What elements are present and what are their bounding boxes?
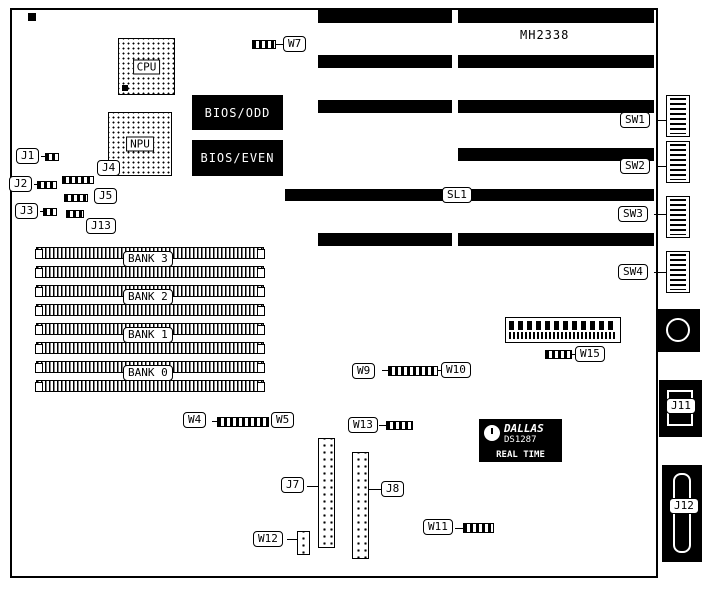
pin1-mark-icon bbox=[122, 85, 128, 91]
callout-j7: J7 bbox=[281, 477, 305, 493]
callout-w11: W11 bbox=[423, 519, 453, 535]
callout-w15: W15 bbox=[575, 346, 605, 362]
expansion-slot bbox=[318, 233, 452, 246]
cpu-label: CPU bbox=[132, 59, 161, 74]
rtc-tagline: REAL TIME bbox=[496, 450, 545, 460]
callout-sw1: SW1 bbox=[620, 112, 650, 128]
bank2-label: BANK 2 bbox=[123, 289, 173, 305]
power-connector-pins bbox=[509, 321, 617, 330]
simm-socket bbox=[35, 380, 265, 392]
callout-w12: W12 bbox=[253, 531, 283, 547]
callout-sl1: SL1 bbox=[442, 187, 472, 203]
bios-even-chip: BIOS/EVEN bbox=[192, 140, 283, 176]
jumper-j1 bbox=[45, 153, 59, 161]
board-outline bbox=[10, 8, 658, 578]
jumper-w15 bbox=[545, 350, 572, 359]
callout-sw4: SW4 bbox=[618, 264, 648, 280]
jumper-w11 bbox=[463, 523, 494, 533]
jumper-j5 bbox=[64, 194, 88, 202]
expansion-slot bbox=[458, 10, 654, 23]
callout-j1: J1 bbox=[16, 148, 40, 164]
dip-switch-sw4 bbox=[666, 251, 690, 293]
callout-j8: J8 bbox=[381, 481, 405, 497]
pin-header-j8 bbox=[352, 452, 369, 559]
power-connector-hatch bbox=[509, 332, 617, 339]
leader-line bbox=[41, 156, 45, 157]
callout-w9: W9 bbox=[352, 363, 376, 379]
simm-socket bbox=[35, 304, 265, 316]
expansion-slot bbox=[318, 100, 452, 113]
leader-line bbox=[654, 214, 666, 215]
callout-j4: J4 bbox=[97, 160, 121, 176]
simm-socket bbox=[35, 266, 265, 278]
dip-switch-sw1 bbox=[666, 95, 690, 137]
callout-w5: W5 bbox=[271, 412, 295, 428]
leader-line bbox=[455, 528, 463, 529]
leader-line bbox=[40, 211, 43, 212]
leader-line bbox=[34, 184, 37, 185]
callout-j2: J2 bbox=[9, 176, 33, 192]
jumper-w7 bbox=[252, 40, 276, 49]
callout-j11: J11 bbox=[666, 398, 696, 414]
leader-line bbox=[382, 370, 388, 371]
rtc-chip: DALLAS DS1287 REAL TIME bbox=[479, 419, 562, 462]
jumper-w4-w5 bbox=[217, 417, 269, 427]
callout-j3: J3 bbox=[15, 203, 39, 219]
callout-w10: W10 bbox=[441, 362, 471, 378]
jumper-w12 bbox=[297, 531, 310, 555]
expansion-slot bbox=[458, 55, 654, 68]
leader-line bbox=[276, 44, 283, 45]
jumper-j3 bbox=[43, 208, 57, 216]
leader-line bbox=[212, 421, 217, 422]
rtc-part: DS1287 bbox=[504, 435, 537, 445]
callout-j12: J12 bbox=[669, 498, 699, 514]
board-model-text: MH2338 bbox=[520, 28, 570, 42]
leader-line bbox=[656, 166, 666, 167]
expansion-slot bbox=[458, 100, 654, 113]
jumper-j2 bbox=[37, 181, 57, 189]
keyboard-din-opening bbox=[666, 318, 690, 342]
jumper-j4 bbox=[62, 176, 94, 184]
leader-line bbox=[287, 539, 297, 540]
callout-j13: J13 bbox=[86, 218, 116, 234]
expansion-slot bbox=[458, 233, 654, 246]
expansion-slot bbox=[318, 10, 452, 23]
bios-odd-label: BIOS/ODD bbox=[204, 105, 271, 120]
dip-switch-sw3 bbox=[666, 196, 690, 238]
rtc-brand: DALLAS bbox=[504, 422, 544, 435]
dallas-clock-logo-icon bbox=[484, 425, 500, 441]
callout-j5: J5 bbox=[94, 188, 118, 204]
pin-header-j7 bbox=[318, 438, 335, 548]
callout-w7: W7 bbox=[283, 36, 307, 52]
keyboard-connector bbox=[656, 309, 700, 352]
callout-w13: W13 bbox=[348, 417, 378, 433]
leader-line bbox=[307, 486, 318, 487]
leader-line bbox=[379, 425, 386, 426]
bios-even-label: BIOS/EVEN bbox=[200, 151, 275, 165]
simm-socket bbox=[35, 342, 265, 354]
npu-label: NPU bbox=[126, 136, 154, 152]
leader-line bbox=[438, 370, 441, 371]
bios-odd-chip: BIOS/ODD bbox=[192, 95, 283, 130]
mounting-hole bbox=[28, 13, 36, 21]
expansion-slot bbox=[318, 55, 452, 68]
dip-switch-sw2 bbox=[666, 141, 690, 183]
callout-sw2: SW2 bbox=[620, 158, 650, 174]
power-connector bbox=[505, 317, 621, 343]
jumper-w13 bbox=[386, 421, 413, 430]
cpu-chip: CPU bbox=[118, 38, 175, 95]
expansion-slot bbox=[458, 148, 654, 161]
jumper-j13 bbox=[66, 210, 84, 218]
leader-line bbox=[656, 120, 666, 121]
bank0-label: BANK 0 bbox=[123, 365, 173, 381]
leader-line bbox=[369, 489, 381, 490]
bank3-label: BANK 3 bbox=[123, 251, 173, 267]
jumper-w9-w10 bbox=[388, 366, 438, 376]
bank1-label: BANK 1 bbox=[123, 327, 173, 343]
callout-sw3: SW3 bbox=[618, 206, 648, 222]
leader-line bbox=[654, 272, 666, 273]
callout-w4: W4 bbox=[183, 412, 207, 428]
leader-line bbox=[572, 354, 575, 355]
